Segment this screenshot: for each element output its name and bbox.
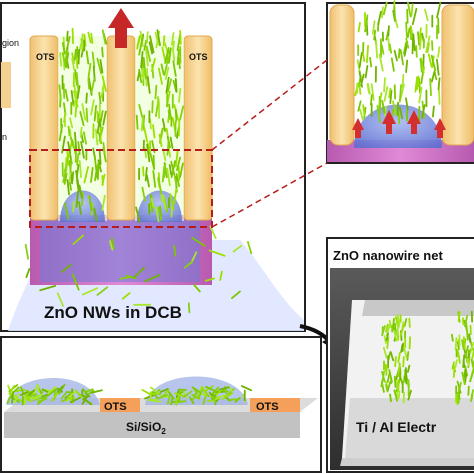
- legend-swatch: [1, 62, 11, 108]
- up-arrow-icon: [108, 8, 134, 48]
- ots-pillar-left: [29, 35, 59, 221]
- electrode-label: Ti / Al Electr: [356, 419, 437, 435]
- bottom-nanowire-film: [6, 383, 253, 406]
- bottom-panel: OTS OTS Si/SiO2: [0, 336, 322, 473]
- zoom-region-box: [29, 149, 213, 228]
- network-title: ZnO nanowire net: [333, 248, 443, 263]
- ots-label-left: OTS: [36, 52, 55, 62]
- chip-edge: [340, 458, 474, 466]
- bottom-ots-label-right: OTS: [256, 401, 279, 413]
- ots-pillar-right: [183, 35, 213, 221]
- nanowire-bundle-left: [58, 27, 108, 222]
- electrode-top: [362, 300, 474, 316]
- zoom-nanowire-bundle: [354, 0, 442, 125]
- substrate-label: Si/SiO2: [126, 420, 166, 436]
- ots-strip-right: [250, 398, 300, 412]
- zoom-panel: [326, 0, 474, 164]
- meniscus-left: [60, 190, 105, 222]
- zoom-red-arrows: [352, 110, 446, 138]
- substrate-label-sub: 2: [161, 427, 166, 436]
- network-nanowire-bundles: [380, 310, 474, 406]
- main-panel: gion n OTS OTS ZnO NWs in DCB: [0, 2, 306, 332]
- zoom-connector-icon: [211, 59, 328, 228]
- partial-region-label: gion: [2, 38, 19, 48]
- zoom-pillar-left: [329, 4, 355, 146]
- solvent-in-base: [40, 220, 200, 282]
- electrode-bottom: [345, 398, 474, 458]
- ots-label-right: OTS: [189, 52, 208, 62]
- main-caption: ZnO NWs in DCB: [44, 303, 182, 322]
- partial-n-label: n: [2, 132, 7, 142]
- zoom-pillar-right: [441, 4, 474, 146]
- substrate-label-main: Si/SiO: [126, 420, 161, 434]
- scattered-nanowires: [24, 225, 253, 314]
- substrate-front: [4, 412, 300, 438]
- network-panel: ZnO nanowire net Ti / Al Electr: [326, 237, 474, 473]
- nanowire-bundle-right: [135, 29, 185, 224]
- bottom-ots-label-left: OTS: [104, 401, 127, 413]
- ots-strip-left: [100, 398, 140, 412]
- ots-pillar-middle: [106, 35, 136, 221]
